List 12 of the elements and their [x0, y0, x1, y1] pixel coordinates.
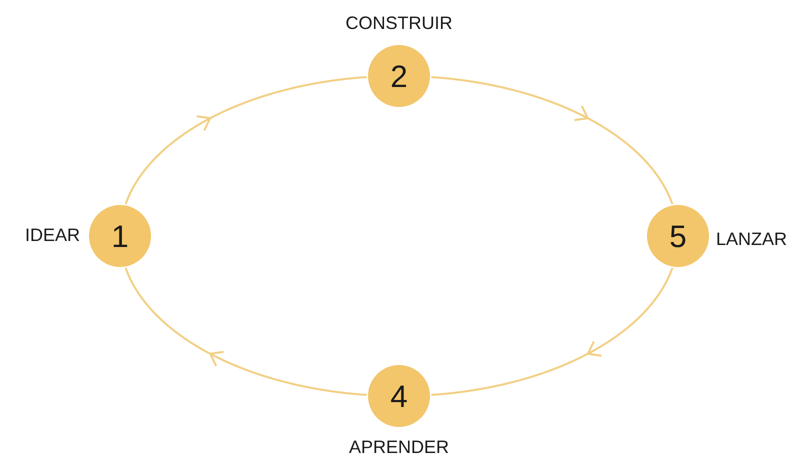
cycle-arrow — [430, 266, 674, 396]
step-number: 1 — [111, 220, 129, 252]
cycle-arrow — [124, 266, 368, 396]
cycle-arrow — [430, 76, 674, 206]
step-label: CONSTRUIR — [346, 14, 452, 34]
step-label: APRENDER — [348, 438, 450, 458]
cycle-arrow — [124, 76, 368, 206]
step-label: LANZAR — [716, 230, 788, 250]
step-number: 5 — [669, 220, 687, 252]
step-number: 4 — [390, 380, 408, 412]
step-label: IDEAR — [24, 226, 80, 246]
step-number: 2 — [390, 60, 408, 92]
